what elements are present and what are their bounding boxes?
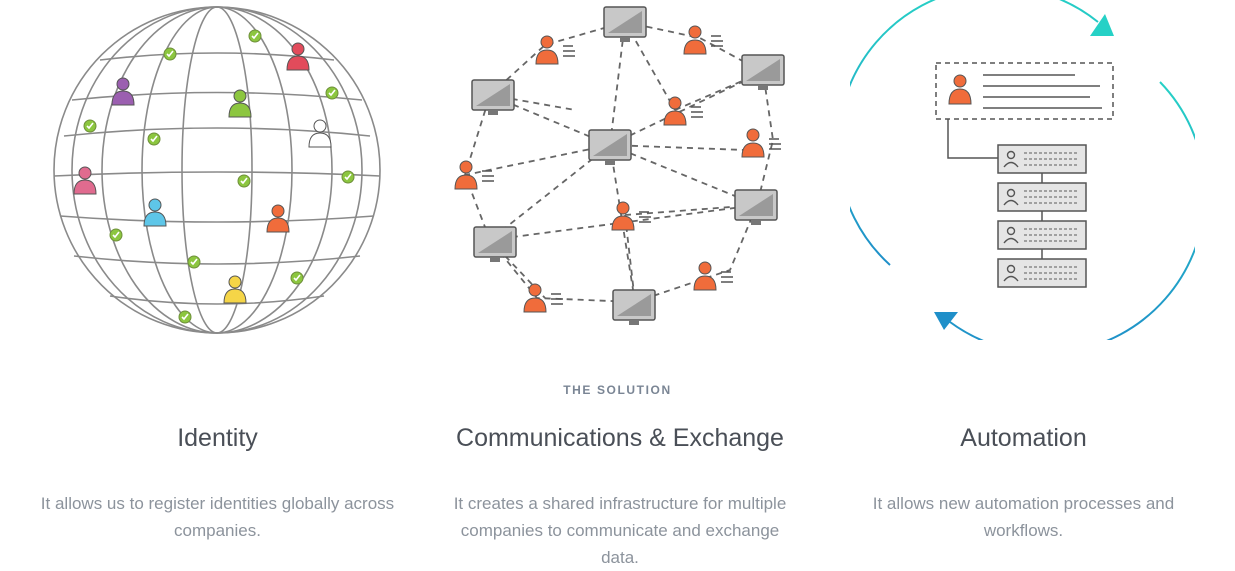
feature-description: It creates a shared infrastructure for m… bbox=[453, 494, 787, 567]
feature-identity: Identity It allows us to register identi… bbox=[40, 420, 395, 544]
person-doc-icon-group bbox=[454, 25, 781, 313]
feature-communications: Communications & Exchange It creates a s… bbox=[440, 420, 800, 571]
monitor-icon-group bbox=[471, 6, 785, 325]
network-exchange-icon bbox=[454, 6, 785, 325]
arrow-down-left-icon bbox=[934, 312, 958, 330]
arrow-up-right-icon bbox=[1090, 14, 1114, 36]
feature-title: Automation bbox=[960, 424, 1087, 452]
person-icon-group bbox=[73, 42, 332, 304]
section-eyebrow: THE SOLUTION bbox=[563, 383, 672, 397]
check-icon-group bbox=[83, 29, 355, 324]
feature-title: Identity bbox=[177, 424, 258, 452]
globe-identity-icon bbox=[53, 6, 381, 334]
feature-title: Communications & Exchange bbox=[456, 424, 784, 452]
feature-description: It allows us to register identities glob… bbox=[40, 494, 395, 540]
automation-cycle-icon bbox=[850, 0, 1195, 340]
feature-description: It allows new automation processes and w… bbox=[872, 494, 1175, 540]
feature-automation: Automation It allows new automation proc… bbox=[845, 420, 1202, 544]
server-icon-group bbox=[997, 144, 1087, 288]
